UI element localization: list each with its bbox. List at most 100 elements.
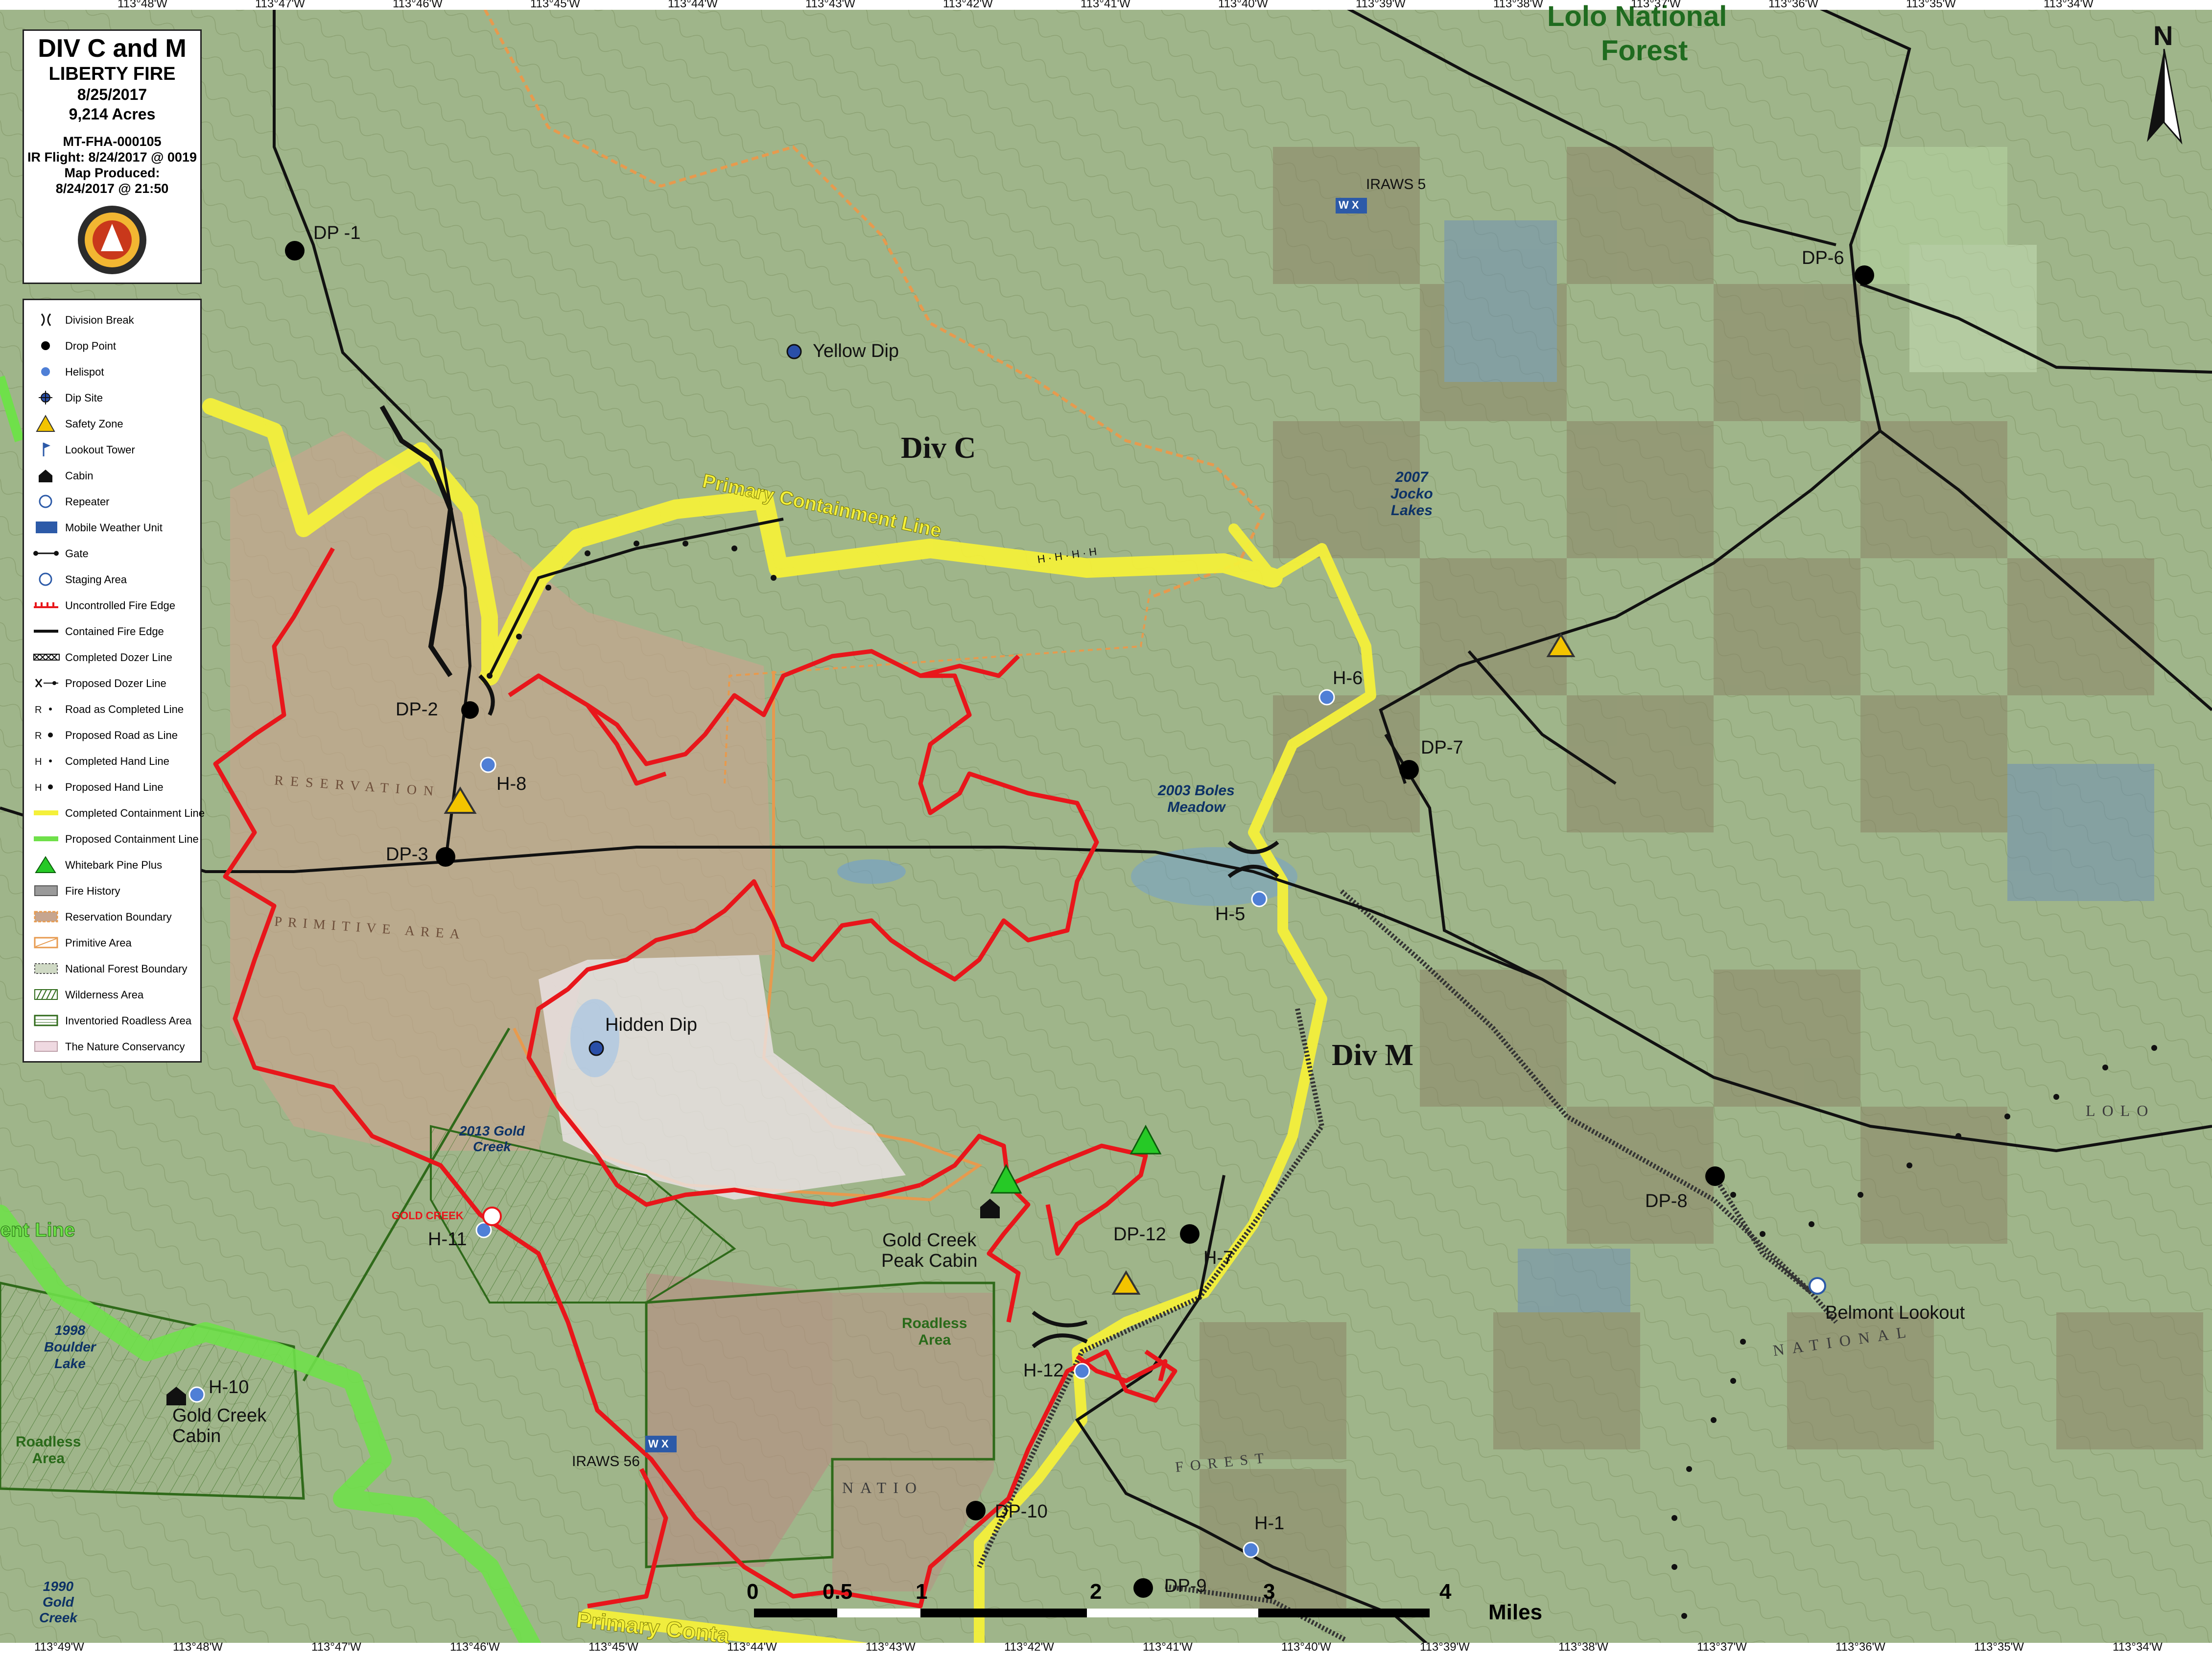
helispot-label: H-6 [1333,668,1363,688]
legend-item-label: Contained Fire Edge [65,625,164,638]
longitude-tick: 113°44'W [727,1640,777,1654]
longitude-tick: 113°42'W [943,0,993,10]
hand-proposed-icon: H [31,777,70,797]
cabin-icon [31,466,70,485]
lookout-tower-icon [482,1207,502,1226]
legend-item: The Nature Conservancy [24,1037,203,1056]
uncontrolled-fire-edge [213,547,1177,1609]
wilderness-area-icon [31,985,70,1004]
label-1990-gold-creek: 1990 Gold Creek [39,1579,77,1625]
ownership-checkerboard [1200,147,2203,1616]
legend-item: Mobile Weather Unit [24,518,203,537]
road-proposed-icon: R [31,725,70,745]
helispot-label: H-10 [209,1377,249,1398]
safety-zone-icon [1546,633,1576,657]
legend-item-label: Lookout Tower [65,444,135,456]
contained-edge-icon [31,621,70,641]
nature-conservancy-area [646,1273,832,1567]
legend-item: Repeater [24,492,203,511]
legend-item-label: Proposed Road as Line [65,729,178,741]
longitude-tick: 113°37'W [1697,1640,1747,1654]
legend-item-label: Whitebark Pine Plus [65,859,163,871]
boles-meadow-area [1131,847,1297,906]
label-wx-iraws-5: W X [1339,199,1359,211]
whitebark-pine-icon [31,855,70,875]
longitude-tick: 113°40'W [1281,1640,1331,1654]
containment-completed-icon [31,803,70,823]
label-lolo-national: Lolo National [1547,0,1727,32]
map-produced-label: Map Produced: [64,166,160,180]
map-title: DIV C and M [38,34,187,63]
longitude-tick: 113°35'W [1974,1640,2024,1654]
label-yellow-dip: Yellow Dip [813,341,899,361]
label-gold-creek-red: GOLD CREEK [392,1209,464,1222]
drop-point-icon [31,336,70,356]
cabin-icon [166,1387,186,1405]
roadless-area-icon [31,1011,70,1030]
incident-number: MT-FHA-000105 [63,134,162,149]
legend-item: Fire History [24,881,203,901]
scale-bar-label: 0 [747,1580,759,1604]
legend-item: Drop Point [24,336,203,356]
repeater-icon [1809,1277,1826,1295]
longitude-tick: 113°44'W [668,0,718,10]
longitude-tick: 113°41'W [1081,0,1130,10]
helispot-h-6 [1318,689,1335,706]
helispot-icon [31,362,70,381]
helispot-label: H-7 [1203,1248,1234,1268]
label-jocko-lakes: 2007 Jocko Lakes [1390,469,1433,519]
drop-point-dp-1 [285,241,305,261]
legend-item: Helispot [24,362,203,381]
legend-item-label: Repeater [65,496,110,508]
svg-text:H: H [35,782,42,793]
legend-item-label: Fire History [65,885,120,897]
division-break-icon [1227,840,1279,854]
label-natio: NATIO [842,1479,923,1496]
reservation-boundary [478,0,1265,599]
completed-dozer-icon [31,647,70,667]
legend-item-label: Wilderness Area [65,989,144,1001]
helispot-label: H-5 [1215,904,1246,924]
longitude-tick: 113°39'W [1420,1640,1470,1654]
legend-item: Reservation Boundary [24,907,203,926]
scale-bar-label: 1 [916,1580,928,1604]
reservation-area [230,431,774,1151]
drop-point-dp-10 [966,1501,986,1520]
svg-text:H: H [35,757,42,767]
drop-point-label: DP-3 [386,844,428,865]
safety-zone-icon [31,414,70,433]
longitude-tick: 113°46'W [393,0,443,10]
longitude-tick: 113°47'W [311,1640,361,1654]
drop-point-dp-3 [436,847,455,867]
legend-item: Contained Fire Edge [24,621,203,641]
uncontrolled-edge-icon [31,595,70,615]
division-break-icon [1032,1310,1088,1327]
drop-point-dp-9 [1133,1578,1153,1598]
legend-item-label: Proposed Hand Line [65,781,164,793]
reservation-boundary-icon [31,907,70,926]
reservation-boundary-central [724,587,1152,784]
longitude-tick: 113°49'W [34,1640,84,1654]
legend-item-label: Primitive Area [65,937,132,949]
label-2013-gold-creek: 2013 Gold Creek [459,1123,525,1154]
legend-item-label: Completed Containment Line [65,807,205,819]
safety-zone-icon [1111,1270,1141,1295]
legend-item-label: Drop Point [65,340,116,352]
whitebark-pine-icon [990,1163,1022,1194]
longitude-tick: 113°43'W [866,1640,916,1654]
cabin-icon [980,1199,1000,1218]
legend-item-label: Reservation Boundary [65,911,172,923]
legend-item: Uncontrolled Fire Edge [24,595,203,615]
label-1998-boulder-lake: 1998 Boulder Lake [44,1323,96,1371]
longitude-tick: 113°40'W [1218,0,1268,10]
fire-acres: 9,214 Acres [69,105,156,123]
incident-management-seal-icon [78,206,146,274]
road-completed-icon: R [31,699,70,719]
dip-site-markers [588,344,802,1056]
drop-point-label: DP-7 [1421,737,1463,758]
ir-flight: IR Flight: 8/24/2017 @ 0019 [27,150,197,165]
legend-item: Whitebark Pine Plus [24,855,203,875]
scale-bar-label: 4 [1439,1580,1452,1604]
proposed-containment-line [0,1205,548,1659]
drop-point-label: DP-9 [1164,1576,1207,1596]
